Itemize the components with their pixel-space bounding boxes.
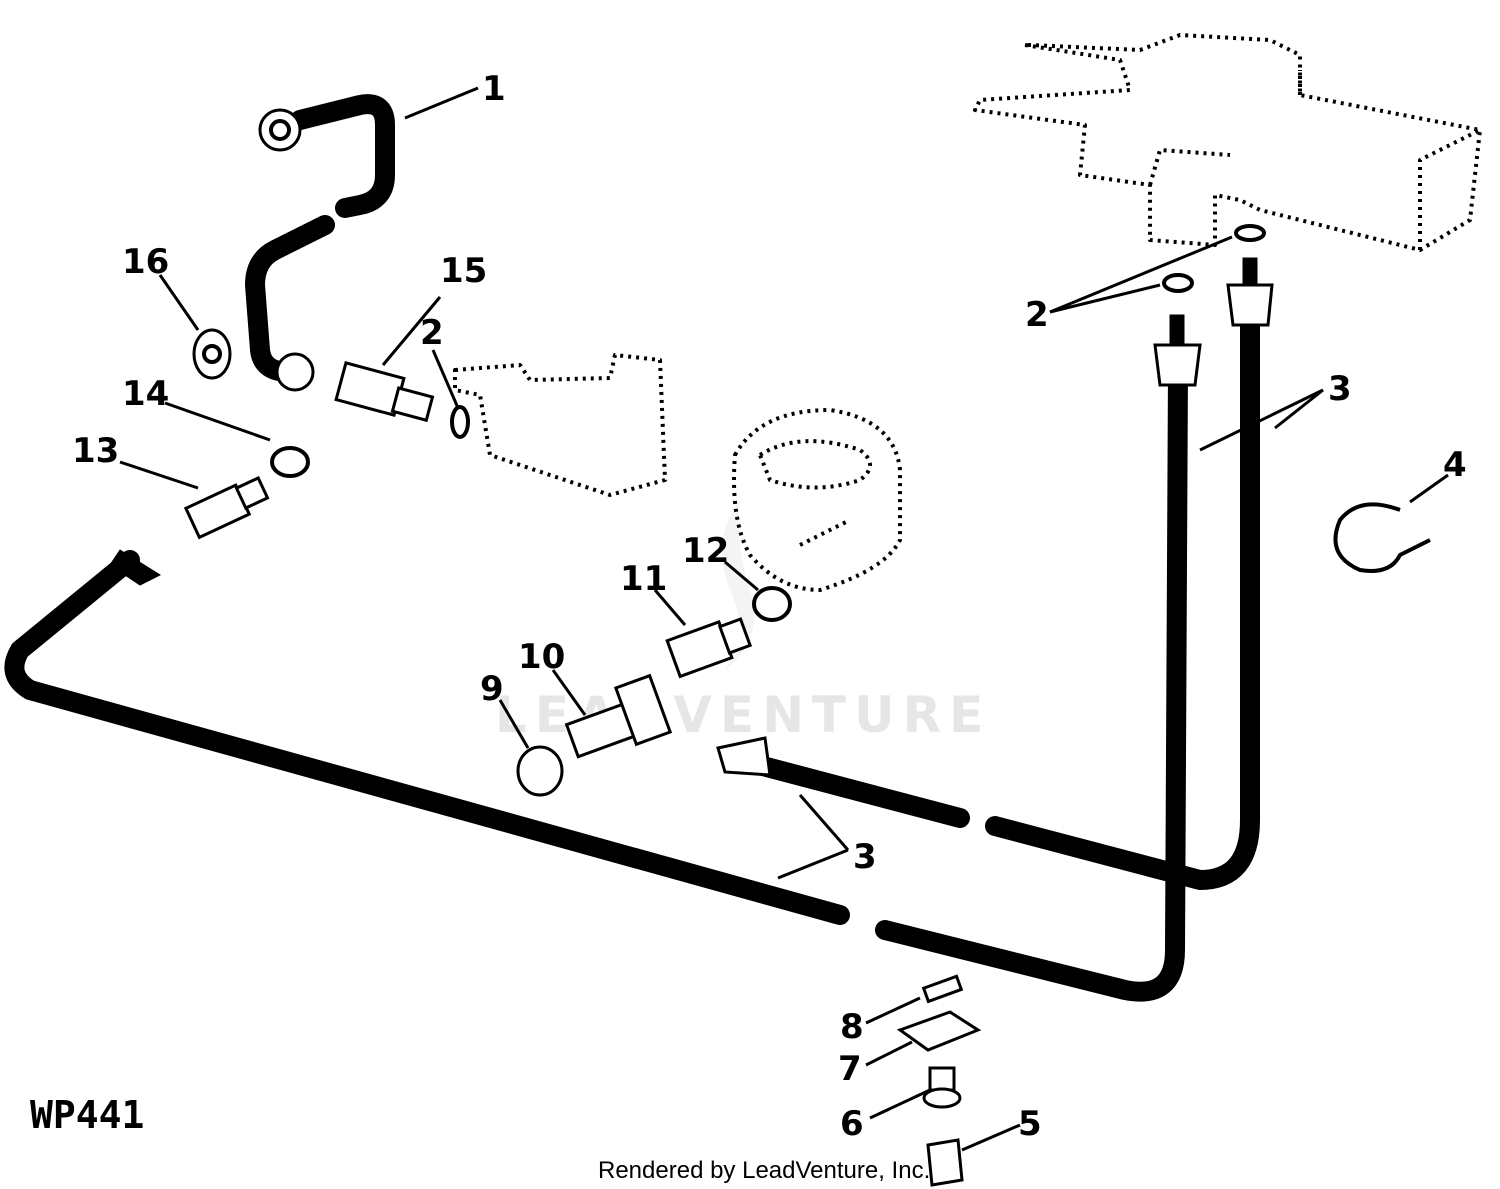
leader-1 <box>404 86 479 120</box>
hose-3-long <box>4 360 1188 1002</box>
part-12-oring <box>752 586 792 622</box>
leader-3b <box>1274 388 1324 430</box>
leader-9 <box>498 699 530 749</box>
dotted-filter-housing <box>732 408 902 592</box>
part-4-clamp <box>1333 502 1431 573</box>
part-11-fitting <box>665 617 753 679</box>
callout-12: 12 <box>682 531 729 571</box>
callout-7: 7 <box>838 1049 862 1089</box>
leader-6 <box>869 1088 931 1120</box>
watermark-logo <box>722 500 755 670</box>
leader-5 <box>961 1123 1021 1152</box>
hose-3-right <box>716 310 1260 890</box>
leader-10 <box>551 669 587 716</box>
callout-11: 11 <box>620 559 667 599</box>
leader-4 <box>1409 473 1449 504</box>
part-13-fitting <box>183 475 270 540</box>
leader-7 <box>865 1040 913 1067</box>
callout-14: 14 <box>122 374 169 414</box>
callout-6: 6 <box>840 1104 864 1144</box>
callout-16: 16 <box>122 242 169 282</box>
part-2-orings-right <box>1162 224 1266 293</box>
part-16-nut <box>192 328 232 380</box>
hose-1 <box>245 94 395 382</box>
leader-12 <box>724 560 759 592</box>
fitting-hose-end-a <box>1153 314 1202 387</box>
dotted-valve-block <box>973 33 1482 252</box>
leader-8 <box>865 996 921 1025</box>
leader-2c <box>431 349 460 409</box>
part-15-fitting <box>275 352 435 423</box>
part-9-cap <box>516 745 564 797</box>
callout-2-right: 2 <box>1025 295 1049 335</box>
part-2-oring-left <box>450 405 470 439</box>
credit-text: Rendered by LeadVenture, Inc. <box>598 1157 930 1184</box>
fitting-hose-end-b <box>1226 257 1274 327</box>
part-8-screw <box>921 974 964 1004</box>
leader-3a <box>1199 388 1324 452</box>
callout-10: 10 <box>518 637 565 677</box>
dotted-bracket-left <box>453 353 667 497</box>
callout-5: 5 <box>1018 1104 1042 1144</box>
callout-13: 13 <box>72 431 119 471</box>
part-14-oring <box>270 446 310 478</box>
leader-3d <box>798 794 850 851</box>
callout-4: 4 <box>1443 445 1467 485</box>
leader-3c <box>777 848 849 880</box>
callout-3-right: 3 <box>1328 369 1352 409</box>
part-10-tee <box>564 673 673 759</box>
part-5-nut <box>926 1138 964 1187</box>
leader-2b <box>1049 283 1161 314</box>
leader-13 <box>119 460 199 490</box>
part-6-bolt <box>922 1066 962 1109</box>
callout-9: 9 <box>480 669 504 709</box>
callout-1: 1 <box>482 69 506 109</box>
leader-16 <box>158 274 200 331</box>
leader-2a <box>1049 235 1233 314</box>
leader-15 <box>381 296 442 366</box>
part-7-clip <box>896 1010 982 1052</box>
callout-8: 8 <box>840 1007 864 1047</box>
leader-14 <box>164 401 271 442</box>
callout-3-bottom: 3 <box>853 837 877 877</box>
figure-code: WP441 <box>30 1093 144 1137</box>
leader-11 <box>653 589 687 626</box>
callout-15: 15 <box>440 251 487 291</box>
callout-2-left: 2 <box>420 313 444 353</box>
